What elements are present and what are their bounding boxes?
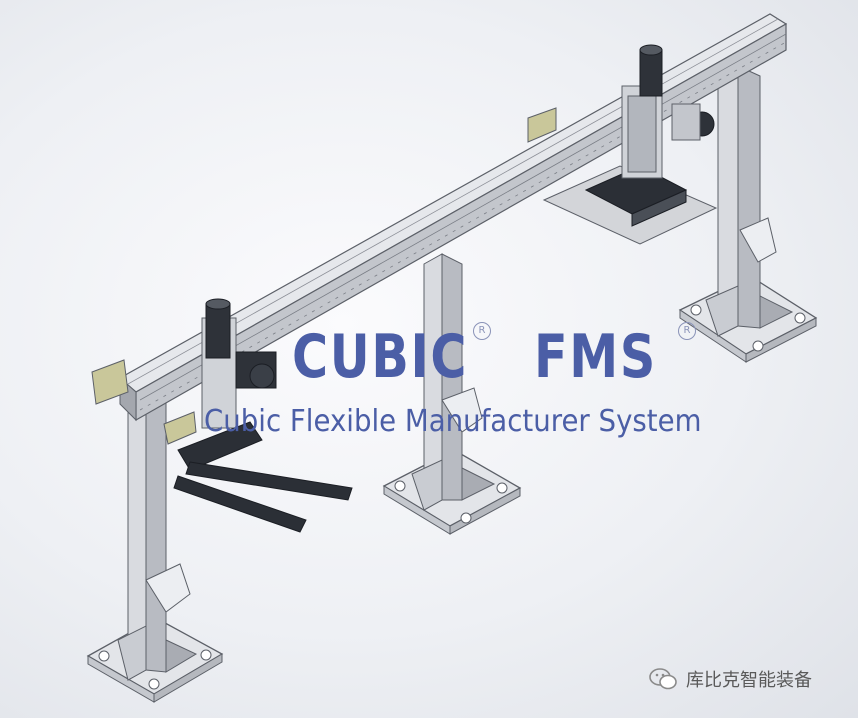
watermark-text: 库比克智能装备 — [686, 670, 812, 691]
registered-mark: R — [473, 322, 491, 340]
bracket-right — [527, 107, 557, 143]
column-middle — [411, 253, 496, 511]
fork-arms — [173, 461, 353, 533]
bracket-left — [91, 359, 197, 445]
column-right — [705, 65, 794, 337]
wechat-icon — [649, 668, 677, 690]
carriage-left — [177, 298, 277, 471]
carriage-right — [621, 44, 715, 179]
registered-mark: R — [678, 322, 696, 340]
logo-tagline: Cubic Flexible Manufacturer System — [204, 404, 702, 439]
column-left — [117, 387, 198, 681]
logo-brand-fms: FMS — [534, 322, 657, 392]
logo-brand-cubic: CUBIC — [292, 322, 469, 392]
watermark: 库比克智能装备 — [648, 666, 812, 692]
